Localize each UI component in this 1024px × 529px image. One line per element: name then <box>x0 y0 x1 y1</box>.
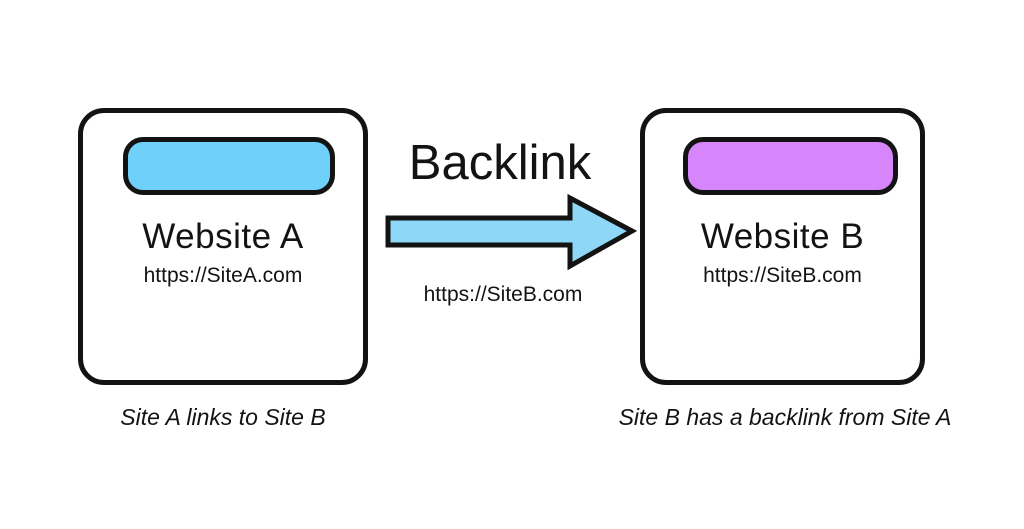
website-a-card: Website A https://SiteA.com <box>78 108 368 385</box>
website-b-caption: Site B has a backlink from Site A <box>618 404 952 430</box>
website-a-title: Website A <box>142 217 304 256</box>
backlink-arrow-icon <box>382 192 638 271</box>
website-b-title: Website B <box>700 217 865 256</box>
backlink-target-url: https://SiteB.com <box>423 283 583 306</box>
backlink-label: Backlink <box>408 136 592 190</box>
website-a-url: https://SiteA.com <box>143 264 303 287</box>
website-b-url: https://SiteB.com <box>703 264 862 287</box>
website-a-caption: Site A links to Site B <box>120 404 326 430</box>
website-b-card: Website B https://SiteB.com <box>640 108 925 385</box>
website-b-header-pill <box>683 137 898 195</box>
website-a-header-pill <box>123 137 335 195</box>
